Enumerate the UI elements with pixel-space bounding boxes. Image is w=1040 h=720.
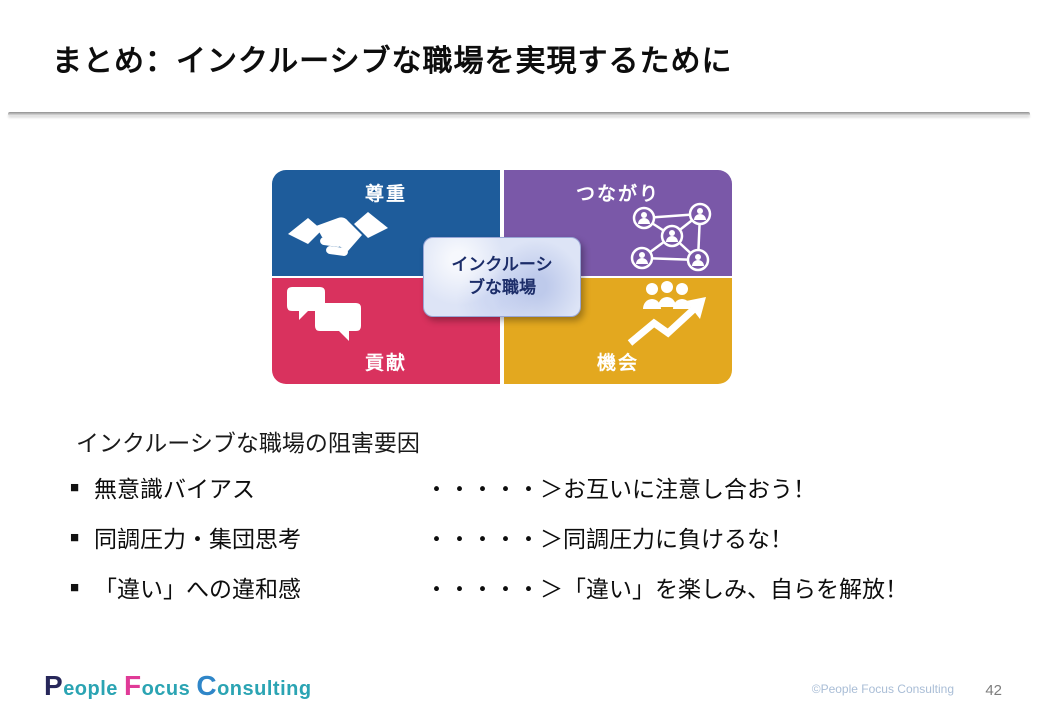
- copyright-text: ©People Focus Consulting: [811, 682, 954, 696]
- quadrant-contribution-label: 貢献: [364, 353, 407, 374]
- obstacles-list: ■ 無意識バイアス ・・・・・＞お互いに注意し合おう！ ■ 同調圧力・集団思考 …: [70, 462, 908, 612]
- bullet-icon: ■: [70, 528, 80, 546]
- logo-letter-f: F: [123, 670, 142, 701]
- quadrant-opportunity-label: 機会: [596, 353, 639, 374]
- center-label-line1: インクルーシ: [451, 255, 553, 275]
- people-growth-arrow-icon: [627, 281, 706, 346]
- logo-text-onsulting: onsulting: [217, 678, 312, 700]
- logo-letter-p: P: [44, 670, 64, 701]
- inclusion-quadrant-diagram: 尊重 つながり: [272, 170, 732, 384]
- pfc-logo: People Focus Consulting: [44, 670, 312, 702]
- obstacle-response: ・・・・・＞お互いに注意し合おう！: [425, 476, 816, 502]
- quadrant-respect: 尊重: [272, 170, 500, 276]
- list-item: ■ 無意識バイアス ・・・・・＞お互いに注意し合おう！: [70, 462, 908, 512]
- list-item: ■ 同調圧力・集団思考 ・・・・・＞同調圧力に負けるな！: [70, 512, 908, 562]
- obstacle-label: 「違い」への違和感: [94, 576, 301, 602]
- page-title: まとめ：インクルーシブな職場を実現するために: [52, 45, 733, 78]
- bullet-icon: ■: [70, 578, 80, 596]
- page-number: 42: [985, 682, 1002, 699]
- obstacle-response: ・・・・・＞「違い」を楽しみ、自らを解放！: [425, 576, 908, 602]
- title-divider: [8, 112, 1030, 116]
- quadrant-connection-label: つながり: [575, 184, 660, 205]
- center-label-line2: ブな職場: [468, 278, 536, 297]
- logo-text-ocus: ocus: [141, 678, 197, 700]
- speech-bubbles-icon: [287, 287, 361, 341]
- people-network-icon: [630, 202, 712, 272]
- list-item: ■ 「違い」への違和感 ・・・・・＞「違い」を楽しみ、自らを解放！: [70, 562, 908, 612]
- quadrant-opportunity: 機会: [504, 278, 732, 384]
- logo-text-eople: eople: [63, 678, 124, 700]
- quadrant-respect-label: 尊重: [364, 184, 407, 205]
- handshake-icon: [288, 212, 388, 256]
- obstacle-response: ・・・・・＞同調圧力に負けるな！: [425, 526, 793, 552]
- obstacle-label: 同調圧力・集団思考: [94, 526, 301, 552]
- obstacle-label: 無意識バイアス: [94, 476, 255, 502]
- logo-letter-c: C: [196, 670, 218, 701]
- bullet-icon: ■: [70, 478, 80, 496]
- obstacles-heading: インクルーシブな職場の阻害要因: [76, 430, 420, 456]
- center-label-box: インクルーシ ブな職場: [423, 237, 581, 317]
